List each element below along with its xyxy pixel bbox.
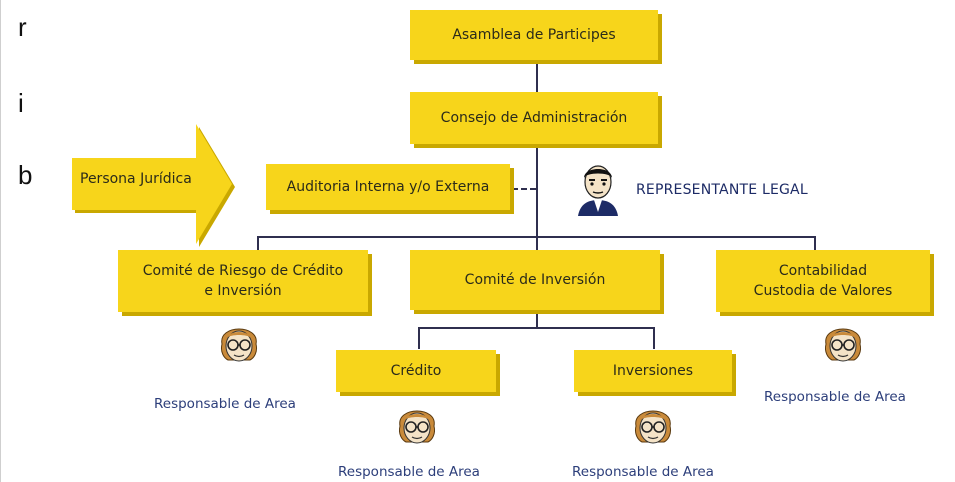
auditoria-label: Auditoria Interna y/o Externa xyxy=(286,179,490,195)
side-letter-b: b xyxy=(18,160,33,190)
comite-inversion-box: Comité de Inversión xyxy=(410,250,660,310)
connector-drop-riesgo xyxy=(257,236,259,250)
responsable-label: Responsable de Area xyxy=(572,464,714,480)
responsable-label: Responsable de Area xyxy=(764,389,906,405)
auditoria-box: Auditoria Interna y/o Externa xyxy=(266,164,510,210)
connector-consejo-trunk xyxy=(536,147,538,237)
woman-face-icon xyxy=(214,318,264,368)
connector-auditoria-dashed xyxy=(512,188,536,190)
responsable-label: Responsable de Area xyxy=(154,396,296,412)
connector-drop-credito xyxy=(418,327,420,349)
credito-label: Crédito xyxy=(390,363,442,379)
connector-inversion-down xyxy=(536,312,538,328)
side-letter-i: i xyxy=(18,88,24,118)
comite-riesgo-label-line1: Comité de Riesgo de Crédito xyxy=(142,263,344,279)
asamblea-label: Asamblea de Participes xyxy=(452,27,616,43)
inversiones-box: Inversiones xyxy=(574,350,732,392)
contabilidad-label-line2: Custodia de Valores xyxy=(753,283,893,299)
businessman-face-icon xyxy=(572,160,624,216)
side-letter-r: r xyxy=(18,12,27,42)
comite-inversion-label: Comité de Inversión xyxy=(464,272,606,288)
connector-drop-inversion xyxy=(536,236,538,250)
inversiones-label: Inversiones xyxy=(612,363,694,379)
woman-face-icon xyxy=(818,318,868,368)
asamblea-box: Asamblea de Participes xyxy=(410,10,658,60)
connector-asamblea-consejo xyxy=(536,60,538,92)
representante-legal-label: REPRESENTANTE LEGAL xyxy=(636,182,808,198)
woman-face-icon xyxy=(392,400,442,450)
persona-juridica-arrow xyxy=(68,118,238,248)
page-left-border xyxy=(0,0,1,482)
comite-riesgo-label-line2: e Inversión xyxy=(204,283,282,299)
connector-drop-inversiones xyxy=(653,327,655,349)
contabilidad-box: Contabilidad Custodia de Valores xyxy=(716,250,930,312)
consejo-label: Consejo de Administración xyxy=(440,110,628,126)
connector-drop-contabilidad xyxy=(814,236,816,250)
woman-face-icon xyxy=(628,400,678,450)
connector-bottom-horizontal xyxy=(418,327,655,329)
contabilidad-label-line1: Contabilidad xyxy=(778,263,868,279)
credito-box: Crédito xyxy=(336,350,496,392)
consejo-box: Consejo de Administración xyxy=(410,92,658,144)
comite-riesgo-box: Comité de Riesgo de Crédito e Inversión xyxy=(118,250,368,312)
responsable-label: Responsable de Area xyxy=(338,464,480,480)
persona-juridica-label: Persona Jurídica xyxy=(80,171,192,187)
